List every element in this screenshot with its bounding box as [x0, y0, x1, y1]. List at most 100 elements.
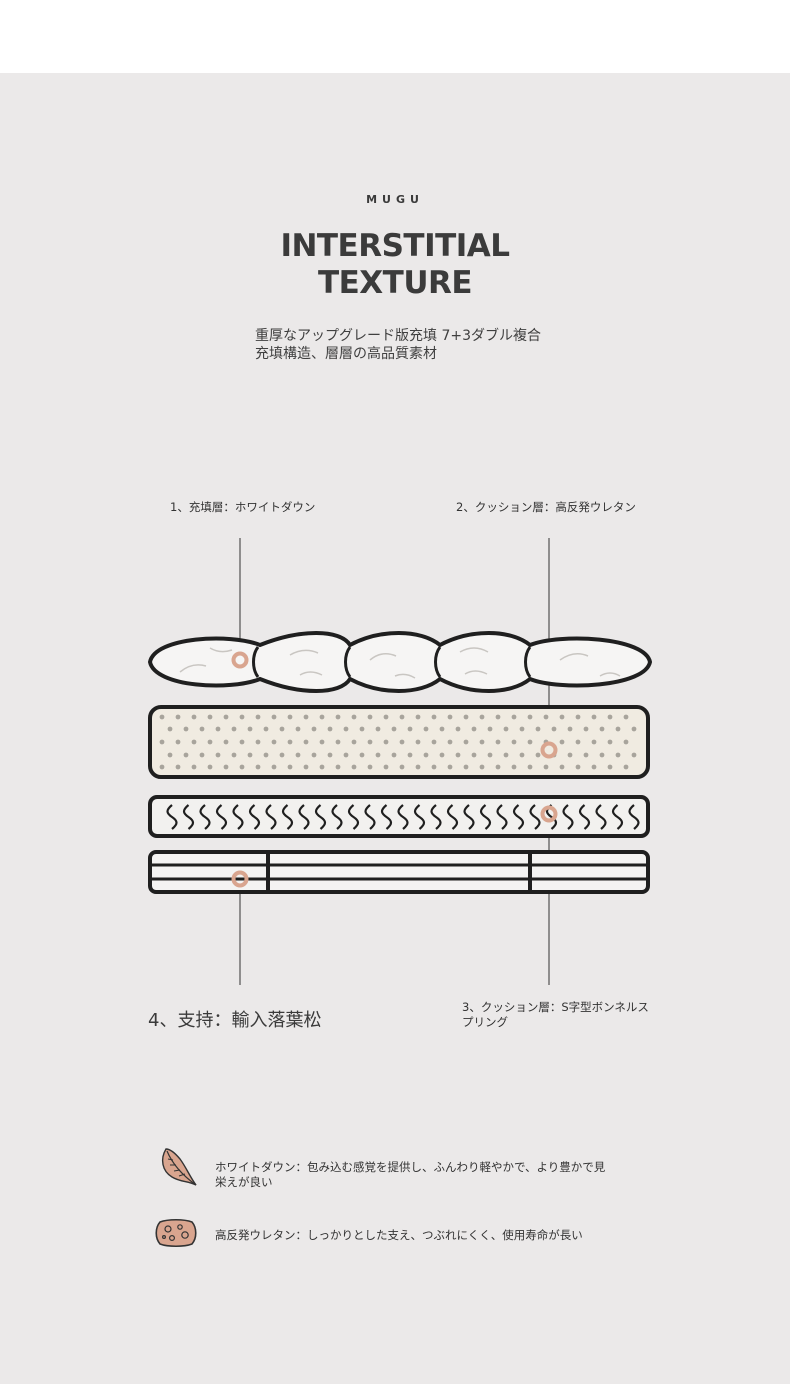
- spring-coil: [463, 804, 475, 830]
- foam-dot: [367, 739, 373, 745]
- foam-dot: [183, 726, 189, 732]
- spring-coil: [430, 804, 442, 830]
- foam-dot: [551, 726, 557, 732]
- foam-dot: [287, 714, 293, 720]
- foam-dot: [311, 726, 317, 732]
- spring-coil: [314, 804, 327, 830]
- foam-dot: [559, 739, 565, 745]
- foam-dot: [439, 752, 445, 758]
- down-fill-layer: [147, 631, 653, 693]
- foam-dot: [215, 726, 221, 732]
- foam-dot: [511, 714, 517, 720]
- foam-dot: [287, 764, 293, 770]
- foam-dot: [575, 739, 581, 745]
- foam-layer: [148, 705, 650, 779]
- foam-dot: [175, 714, 181, 720]
- foam-dot: [415, 764, 421, 770]
- foam-dot: [503, 726, 509, 732]
- legend-text-foam: 高反発ウレタン：しっかりとした支え、つぶれにくく、使用寿命が長い: [215, 1228, 583, 1242]
- label-layer-1: 1、充填層：ホワイトダウン: [170, 500, 316, 514]
- foam-dot: [231, 726, 237, 732]
- foam-dot: [255, 739, 261, 745]
- foam-dot: [191, 764, 197, 770]
- sponge-icon: [155, 1218, 197, 1248]
- foam-dot: [359, 752, 365, 758]
- foam-dot: [223, 714, 229, 720]
- foam-dot: [319, 739, 325, 745]
- spring-coil: [182, 804, 195, 830]
- foam-dot: [239, 714, 245, 720]
- foam-dot: [343, 726, 349, 732]
- foam-dot: [455, 752, 461, 758]
- foam-dot: [159, 714, 165, 720]
- page-title: INTERSTITIAL TEXTURE: [0, 228, 790, 302]
- foam-dot: [431, 764, 437, 770]
- foam-dot: [527, 714, 533, 720]
- foam-dot: [375, 752, 381, 758]
- foam-dot: [231, 752, 237, 758]
- foam-dot: [167, 726, 173, 732]
- foam-dot: [159, 739, 165, 745]
- foam-dot: [543, 714, 549, 720]
- foam-dot: [279, 752, 285, 758]
- foam-dot: [471, 726, 477, 732]
- foam-dot: [359, 726, 365, 732]
- foam-dot: [167, 752, 173, 758]
- spring-coil: [232, 804, 244, 830]
- foam-dot: [279, 726, 285, 732]
- foam-dot: [495, 714, 501, 720]
- spring-coil: [628, 804, 640, 830]
- foam-dot: [327, 726, 333, 732]
- spring-coil: [281, 804, 294, 830]
- foam-dot: [215, 752, 221, 758]
- legend-text-down: ホワイトダウン：包み込む感覚を提供し、ふんわり軽やかで、より豊かで見栄えが良い: [215, 1160, 606, 1189]
- foam-dot: [583, 726, 589, 732]
- foam-dot: [239, 764, 245, 770]
- foam-dot: [367, 714, 373, 720]
- foam-dot: [615, 752, 621, 758]
- feather-texture: [179, 647, 621, 679]
- spring-coil: [166, 804, 178, 830]
- foam-dot: [575, 764, 581, 770]
- foam-dot: [423, 752, 429, 758]
- foam-dot: [287, 739, 293, 745]
- spring-coil: [331, 804, 343, 830]
- foam-dot: [391, 726, 397, 732]
- foam-dot: [447, 714, 453, 720]
- foam-dot: [303, 714, 309, 720]
- spring-coil: [298, 804, 310, 830]
- foam-dot: [455, 726, 461, 732]
- foam-dot: [319, 714, 325, 720]
- foam-dot: [407, 752, 413, 758]
- foam-dot: [407, 726, 413, 732]
- foam-dot: [343, 752, 349, 758]
- foam-dot: [263, 752, 269, 758]
- foam-dot: [199, 752, 205, 758]
- foam-dot: [471, 752, 477, 758]
- foam-dot: [303, 764, 309, 770]
- foam-dot: [599, 726, 605, 732]
- foam-dot: [431, 739, 437, 745]
- foam-dot: [351, 739, 357, 745]
- foam-dot: [311, 752, 317, 758]
- foam-dot: [479, 714, 485, 720]
- foam-dot: [399, 714, 405, 720]
- foam-dot: [319, 764, 325, 770]
- foam-dot: [335, 764, 341, 770]
- foam-dot: [511, 739, 517, 745]
- foam-dot: [591, 714, 597, 720]
- foam-dot: [271, 714, 277, 720]
- foam-dot: [263, 726, 269, 732]
- spring-coil: [380, 804, 393, 830]
- foam-dot: [631, 726, 637, 732]
- spring-coil: [529, 804, 541, 830]
- foam-dot: [383, 714, 389, 720]
- title-line-1: INTERSTITIAL: [280, 228, 510, 264]
- foam-dot: [567, 752, 573, 758]
- foam-dot: [191, 714, 197, 720]
- marker-layer-2: [540, 741, 558, 759]
- layer-markers: [231, 651, 558, 888]
- foam-dot: [447, 764, 453, 770]
- foam-dot: [375, 726, 381, 732]
- foam-dot: [199, 726, 205, 732]
